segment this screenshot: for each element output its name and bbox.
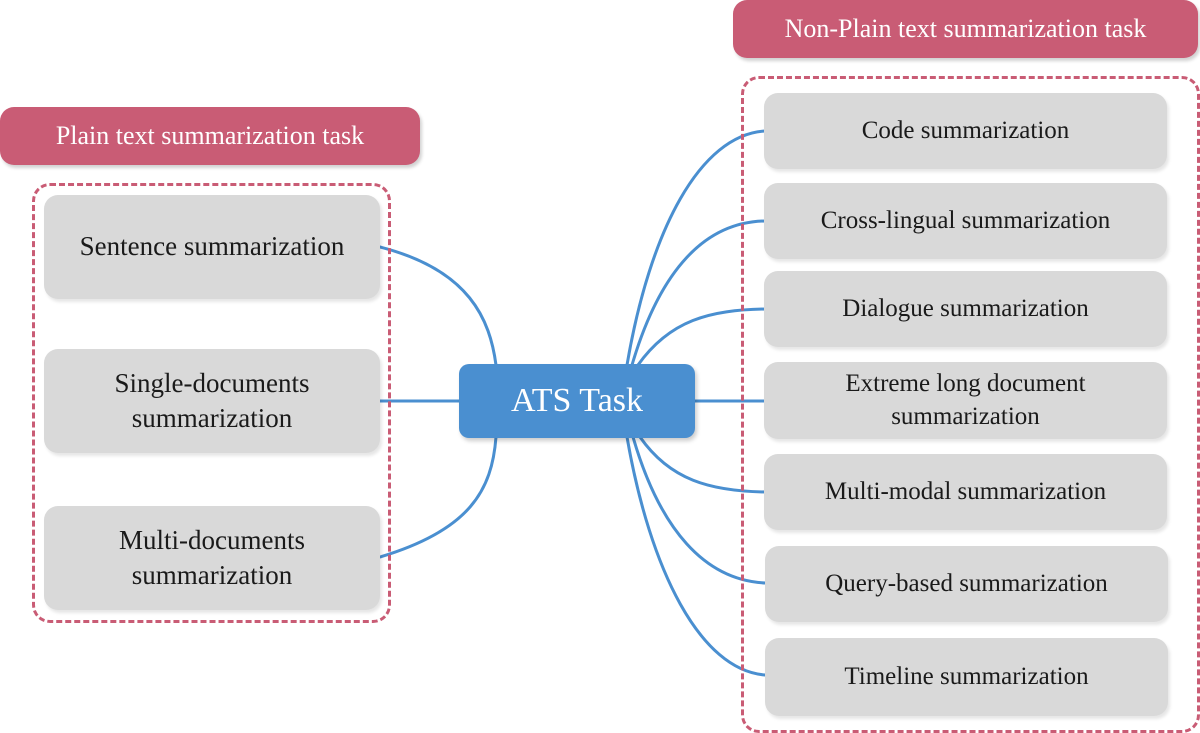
non-plain-text-group-title: Non-Plain text summarization task: [733, 0, 1198, 58]
plain-text-group-title: Plain text summarization task: [0, 107, 420, 165]
connector-right-timeline: [625, 435, 767, 677]
node-timeline-summarization: Timeline summarization: [765, 638, 1168, 716]
node-query-based-summarization: Query-based summarization: [765, 546, 1168, 622]
node-extreme-long-document-summarization: Extreme long document summarization: [764, 362, 1167, 439]
connector-left-multi: [378, 435, 498, 559]
node-single-documents-summarization: Single-documents summarization: [44, 349, 380, 453]
connector-right-multimodal: [638, 435, 767, 494]
non-plain-text-group-frame: [741, 76, 1200, 733]
ats-task-node: ATS Task: [459, 364, 695, 438]
node-sentence-summarization: Sentence summarization: [44, 195, 380, 299]
plain-text-group-frame: [32, 183, 391, 623]
node-code-summarization: Code summarization: [764, 93, 1167, 169]
node-multi-modal-summarization: Multi-modal summarization: [764, 454, 1167, 530]
node-multi-documents-summarization: Multi-documents summarization: [44, 506, 380, 610]
connector-left-sentence: [378, 245, 498, 367]
connector-right-dialogue: [636, 307, 767, 367]
node-cross-lingual-summarization: Cross-lingual summarization: [764, 183, 1167, 259]
node-dialogue-summarization: Dialogue summarization: [764, 271, 1167, 347]
connector-right-code: [625, 129, 767, 367]
